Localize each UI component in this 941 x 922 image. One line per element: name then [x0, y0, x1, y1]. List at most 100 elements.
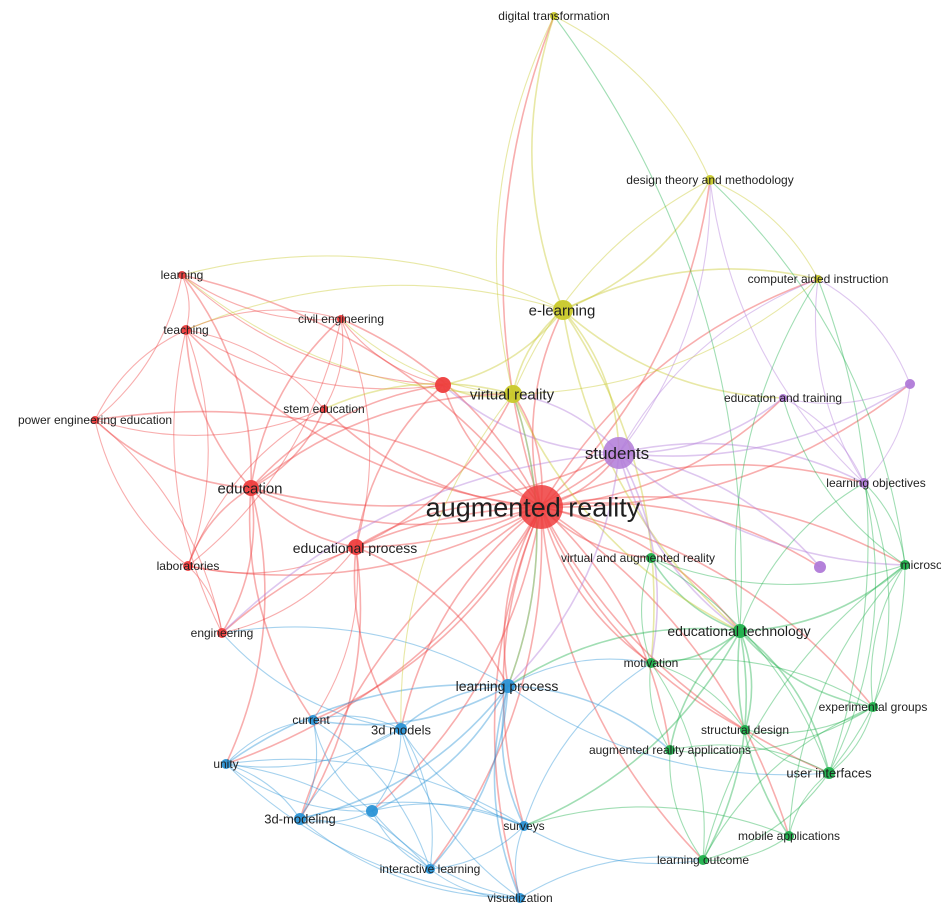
node-user-interfaces[interactable] — [823, 767, 835, 779]
edge-learning-process-blue-unlabeled — [371, 685, 509, 812]
node-civil-engineering[interactable] — [337, 315, 345, 323]
node-educational-technology[interactable] — [733, 624, 747, 638]
edge-design-theory-and-methodology-computer-aided-instruction — [709, 179, 819, 280]
node-teaching[interactable] — [181, 325, 191, 335]
edge-3d-modeling-interactive-learning — [299, 818, 431, 870]
edge-augmented-reality-motivation — [540, 506, 652, 664]
node-current[interactable] — [308, 715, 318, 725]
edge-computer-aided-instruction-students — [618, 278, 819, 454]
edge-current-educational-process — [312, 546, 359, 721]
edge-design-theory-and-methodology-digital-transformation — [553, 15, 711, 181]
edge-education-engineering — [221, 487, 255, 634]
edge-experimental-groups-motivation — [650, 658, 874, 708]
edge-augmented-reality-current — [312, 506, 542, 721]
edge-experimental-groups-augmented-reality-applications — [669, 706, 874, 754]
label-microsoft: microsoft — [901, 558, 941, 572]
edge-augmented-reality-experimental-groups — [540, 506, 874, 708]
node-surveys[interactable] — [519, 821, 529, 831]
node-red-unlabeled[interactable] — [435, 377, 451, 393]
edge-power-engineering-education-engineering — [94, 419, 223, 634]
node-experimental-groups[interactable] — [868, 702, 878, 712]
label-interactive-learning: interactive learning — [380, 862, 481, 876]
node-learning-outcome[interactable] — [698, 855, 708, 865]
edge-unity-surveys — [225, 758, 525, 827]
label-structural-design: structural design — [701, 723, 789, 737]
label-civil-engineering: civil engineering — [298, 312, 384, 326]
edge-teaching-civil-engineering — [185, 309, 342, 331]
edge-current-blue-unlabeled — [312, 719, 373, 812]
node-mobile-applications[interactable] — [784, 831, 794, 841]
node-students[interactable] — [603, 437, 635, 469]
label-virtual-reality: virtual reality — [470, 386, 555, 403]
node-visualization[interactable] — [515, 893, 525, 903]
node-virtual-reality[interactable] — [504, 385, 522, 403]
edge-learning-outcome-surveys — [523, 825, 704, 865]
node-stem-education[interactable] — [320, 405, 328, 413]
edge-motivation-learning-process — [507, 658, 652, 687]
node-learning[interactable] — [178, 271, 186, 279]
node-structural-design[interactable] — [740, 725, 750, 735]
edge-teaching-laboratories — [185, 329, 209, 567]
node-digital-transformation[interactable] — [550, 12, 558, 20]
edge-experimental-groups-learning-outcome — [702, 706, 874, 861]
edge-current-unity — [225, 719, 314, 765]
label-design-theory-and-methodology: design theory and methodology — [626, 173, 793, 187]
node-3d-models[interactable] — [395, 723, 407, 735]
edge-augmented-reality-digital-transformation — [502, 15, 555, 508]
node-design-theory-and-methodology[interactable] — [705, 175, 715, 185]
edge-learning-process-visualization — [493, 685, 521, 899]
node-learning-objectives[interactable] — [859, 478, 869, 488]
edge-educational-process-learning-process — [355, 546, 509, 687]
edge-3d-models-current — [312, 715, 402, 730]
node-purple-unlabeled-a[interactable] — [905, 379, 915, 389]
edge-virtual-reality-learning-process — [507, 393, 538, 687]
label-learning-outcome: learning outcome — [657, 853, 749, 867]
node-e-learning[interactable] — [553, 300, 573, 320]
edge-augmented-reality-unity — [225, 506, 542, 765]
edge-3d-models-3d-modeling — [299, 728, 402, 820]
node-learning-process[interactable] — [501, 679, 515, 693]
edge-microsoft-virtual-and-augmented-reality — [650, 557, 906, 586]
label-stem-education: stem education — [283, 402, 364, 416]
node-augmented-reality-applications[interactable] — [665, 745, 675, 755]
node-power-engineering-education[interactable] — [91, 416, 99, 424]
edge-unity-visualization — [225, 763, 521, 899]
node-education[interactable] — [243, 480, 259, 496]
edge-3d-models-surveys — [400, 728, 525, 827]
label-augmented-reality: augmented reality — [426, 492, 641, 522]
edge-augmented-reality-design-theory-and-methodology — [540, 179, 711, 508]
node-education-and-training[interactable] — [779, 394, 787, 402]
node-educational-process[interactable] — [348, 539, 364, 555]
edge-students-educational-technology — [618, 452, 741, 632]
edge-learning-outcome-mobile-applications — [702, 835, 790, 861]
node-motivation[interactable] — [646, 658, 656, 668]
edge-microsoft-learning-outcome — [702, 564, 906, 861]
node-interactive-learning[interactable] — [425, 864, 435, 874]
edge-learning-process-current — [312, 685, 509, 726]
node-computer-aided-instruction[interactable] — [814, 275, 822, 283]
edge-3d-modeling-surveys — [299, 801, 525, 827]
label-learning-process: learning process — [456, 678, 559, 694]
node-unity[interactable] — [221, 759, 231, 769]
node-engineering[interactable] — [217, 628, 227, 638]
edge-educational-technology-user-interfaces — [739, 630, 830, 774]
edge-teaching-e-learning — [185, 284, 564, 331]
node-microsoft[interactable] — [900, 560, 910, 570]
node-augmented-reality[interactable] — [519, 485, 563, 529]
edge-learning-red-unlabeled — [181, 274, 444, 386]
edge-augmented-reality-user-interfaces — [540, 506, 830, 774]
edge-educational-process-red-unlabeled — [355, 384, 444, 548]
edge-computer-aided-instruction-virtual-reality — [512, 278, 819, 395]
node-virtual-and-augmented-reality[interactable] — [646, 553, 656, 563]
node-blue-unlabeled[interactable] — [366, 805, 378, 817]
node-laboratories[interactable] — [183, 561, 193, 571]
edge-augmented-reality-learning-process — [503, 506, 542, 687]
edge-learning-civil-engineering — [181, 274, 342, 321]
node-purple-unlabeled-b[interactable] — [814, 561, 826, 573]
edge-augmented-reality-augmented-reality-applications — [540, 506, 671, 751]
edge-students-purple-unlabeled-a — [618, 383, 911, 457]
edge-teaching-power-engineering-education — [94, 329, 187, 421]
edge-laboratories-educational-process — [187, 546, 357, 574]
node-3d-modeling[interactable] — [294, 813, 306, 825]
edge-learning-process-augmented-reality-applications — [507, 685, 671, 751]
